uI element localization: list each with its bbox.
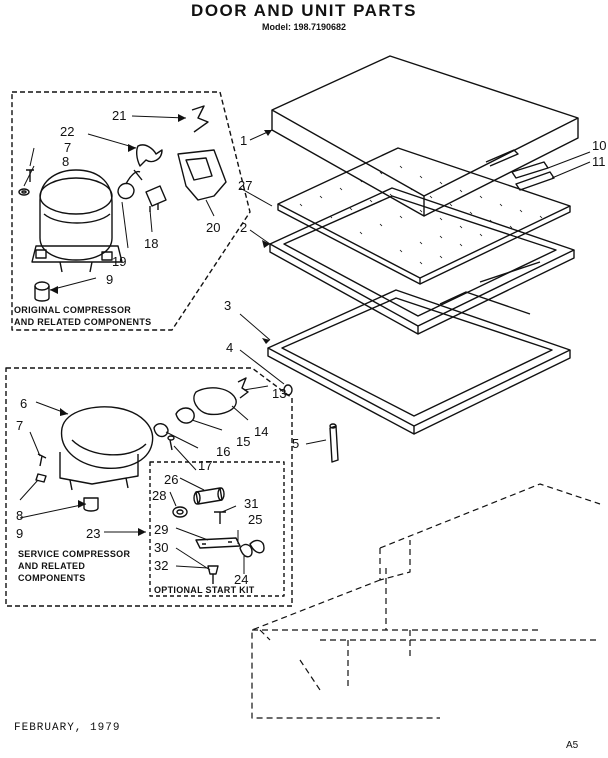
- callout-13: 13: [272, 386, 286, 401]
- callout-7-service: 7: [16, 418, 23, 433]
- screw-icon: [26, 169, 34, 182]
- insulation-panel-icon: [277, 147, 571, 285]
- grommet-icon: [34, 281, 50, 302]
- callout-15: 15: [236, 434, 250, 449]
- door-liner-icon: [269, 187, 575, 335]
- service-box-label-line3: COMPONENTS: [18, 573, 86, 583]
- callout-21: 21: [112, 108, 126, 123]
- revision-date: FEBRUARY, 1979: [14, 722, 121, 734]
- callout-6: 6: [20, 396, 27, 411]
- original-compressor-icon: [31, 169, 123, 273]
- callout-20: 20: [206, 220, 220, 235]
- start-screw-32-icon: [207, 565, 219, 584]
- terminal-16-icon: [153, 423, 169, 438]
- service-compressor-icon: [59, 406, 154, 491]
- page-code: A5: [566, 740, 579, 751]
- service-washer-icon: [35, 473, 47, 483]
- callout-31: 31: [244, 496, 258, 511]
- callout-28: 28: [152, 488, 166, 503]
- callout-26: 26: [164, 472, 178, 487]
- relay-14-icon: [193, 387, 237, 416]
- callout-30: 30: [154, 540, 168, 555]
- callout-8-original: 8: [62, 154, 69, 169]
- relay-icon: [145, 185, 167, 212]
- callout-24: 24: [234, 572, 248, 587]
- callout-2: 2: [240, 220, 247, 235]
- callout-4: 4: [226, 340, 233, 355]
- overload-15-icon: [175, 407, 195, 424]
- lid-icon: [271, 55, 579, 217]
- start-screw-icon: [214, 511, 226, 524]
- start-kit-label: OPTIONAL START KIT: [154, 585, 255, 595]
- callout-1: 1: [240, 133, 247, 148]
- start-bracket-icon: [195, 537, 241, 549]
- original-box-label-line2: AND RELATED COMPONENTS: [14, 317, 152, 327]
- callout-3: 3: [224, 298, 231, 313]
- lock-rod-icon: [329, 423, 339, 463]
- hinge-icon: [511, 161, 555, 191]
- cap-boot-icon: [172, 506, 188, 518]
- service-box-label: SERVICE COMPRESSOR AND RELATED COMPONENT…: [18, 548, 130, 584]
- callout-8-service: 8: [16, 508, 23, 523]
- callout-11: 11: [592, 154, 606, 169]
- overload-relay-icon: [117, 169, 143, 200]
- model-number: Model: 198.7190682: [261, 22, 347, 32]
- callout-29: 29: [154, 522, 168, 537]
- callout-9-original: 9: [106, 272, 113, 287]
- start-relay-icon: [239, 539, 265, 558]
- original-components-box: [11, 91, 251, 331]
- terminal-cover-icon: [177, 149, 227, 201]
- callout-17: 17: [198, 458, 212, 473]
- bracket-icon: [135, 144, 163, 167]
- service-box-label-line2: AND RELATED: [18, 561, 86, 571]
- insulation-texture: [299, 165, 543, 265]
- original-box-label: ORIGINAL COMPRESSOR AND RELATED COMPONEN…: [14, 304, 151, 328]
- callout-14: 14: [254, 424, 268, 439]
- callout-7-original: 7: [64, 140, 71, 155]
- hinge-pin-icon: [283, 384, 293, 396]
- capacitor-icon: [193, 487, 225, 505]
- callout-27: 27: [238, 178, 252, 193]
- screw-17-icon: [167, 435, 175, 451]
- original-box-label-line1: ORIGINAL COMPRESSOR: [14, 305, 132, 315]
- callout-16: 16: [216, 444, 230, 459]
- callout-25: 25: [248, 512, 262, 527]
- service-grommet-icon: [83, 497, 99, 512]
- gasket-icon: [267, 289, 571, 435]
- callout-23: 23: [86, 526, 100, 541]
- service-screw-icon: [37, 453, 47, 467]
- washer-icon: [18, 188, 30, 196]
- callout-9-service: 9: [16, 526, 23, 541]
- callout-10: 10: [592, 138, 606, 153]
- start-kit-box: [149, 461, 285, 597]
- callout-19: 19: [112, 254, 126, 269]
- page-title: DOOR AND UNIT PARTS: [191, 1, 417, 20]
- service-components-box: [5, 367, 293, 607]
- callout-18: 18: [144, 236, 158, 251]
- callout-5: 5: [292, 436, 299, 451]
- cabinet-outline: [251, 483, 601, 719]
- clip-13-icon: [237, 377, 249, 399]
- service-box-label-line1: SERVICE COMPRESSOR: [18, 549, 131, 559]
- callout-32: 32: [154, 558, 168, 573]
- clip-icon: [191, 105, 209, 133]
- callout-22: 22: [60, 124, 74, 139]
